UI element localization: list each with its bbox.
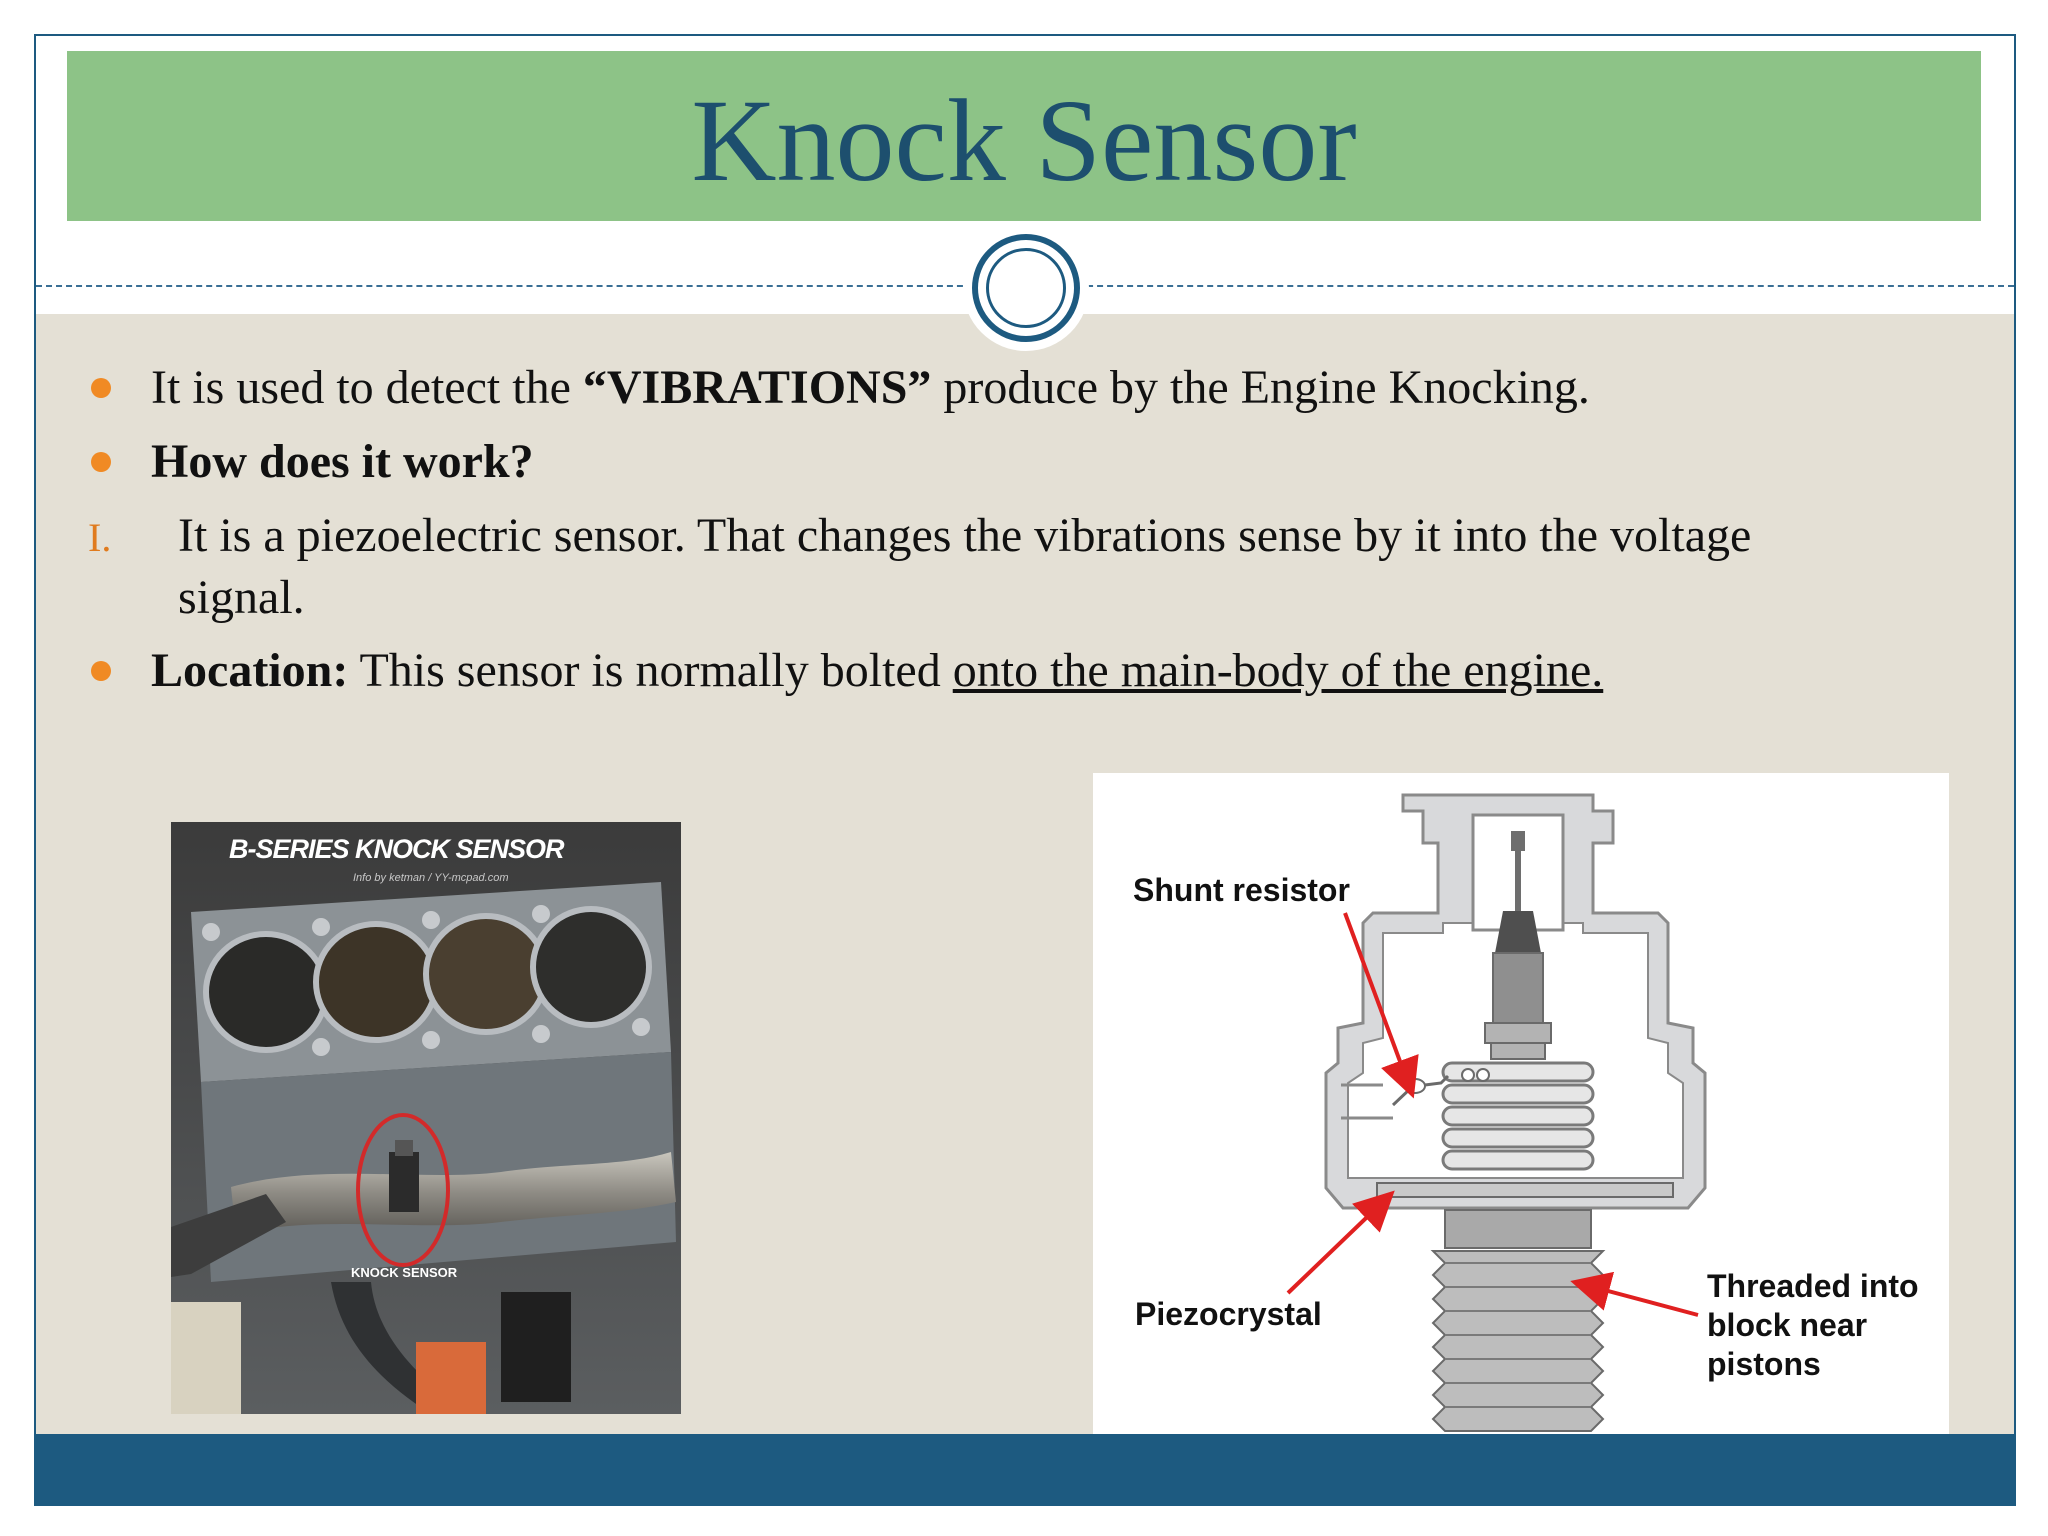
thread-ridges <box>1430 1250 1606 1432</box>
engine-photo: KNOCK SENSOR B-SERIES KNOCK SENSOR Info … <box>171 822 681 1414</box>
bullet-dot <box>91 378 111 398</box>
sensor-cross-section <box>1286 793 1707 1432</box>
vibrations-emphasis: “VIBRATIONS” <box>582 361 932 414</box>
bullet-dot <box>91 452 111 472</box>
threaded-label-line1: Threaded into <box>1707 1268 1919 1304</box>
photo-caption-sub: Info by ketman / YY-mcpad.com <box>353 872 509 884</box>
shunt-arrow <box>1343 912 1419 1099</box>
threaded-label-line2: block near <box>1707 1307 1868 1343</box>
slide-title: Knock Sensor <box>691 75 1357 206</box>
footer-band <box>36 1434 2014 1504</box>
bullet-piezo-line1: It is a piezoelectric sensor. That chang… <box>178 509 1752 562</box>
thread-arrow <box>1570 1271 1699 1317</box>
bullet-how-heading: How does it work? <box>151 435 534 488</box>
sensor-diagram: Shunt resistor Piezocrystal Threaded int… <box>1093 773 1949 1461</box>
title-band: Knock Sensor <box>67 51 1981 221</box>
knock-sensor-label: KNOCK SENSOR <box>351 1265 458 1280</box>
engine-block-illustration: KNOCK SENSOR <box>171 822 681 1414</box>
roman-marker: I. <box>88 515 112 560</box>
piezo-arrow <box>1286 1190 1395 1295</box>
divider-ring-inner <box>986 248 1066 328</box>
location-underlined: onto the main-body of the engine. <box>952 644 1604 697</box>
spring-coil <box>1441 1061 1595 1171</box>
photo-caption-title: B-SERIES KNOCK SENSOR <box>229 834 565 864</box>
bullet-piezo-line2: signal. <box>178 571 305 624</box>
shunt-resistor-label: Shunt resistor <box>1133 872 1350 908</box>
piezocrystal-label: Piezocrystal <box>1135 1296 1322 1332</box>
bullet-location: Location: This sensor is normally bolted… <box>151 644 1604 697</box>
threaded-label-line3: pistons <box>1707 1346 1821 1382</box>
bullet-purpose: It is used to detect the “VIBRATIONS” pr… <box>151 361 1590 414</box>
bullet-dot <box>91 661 111 681</box>
